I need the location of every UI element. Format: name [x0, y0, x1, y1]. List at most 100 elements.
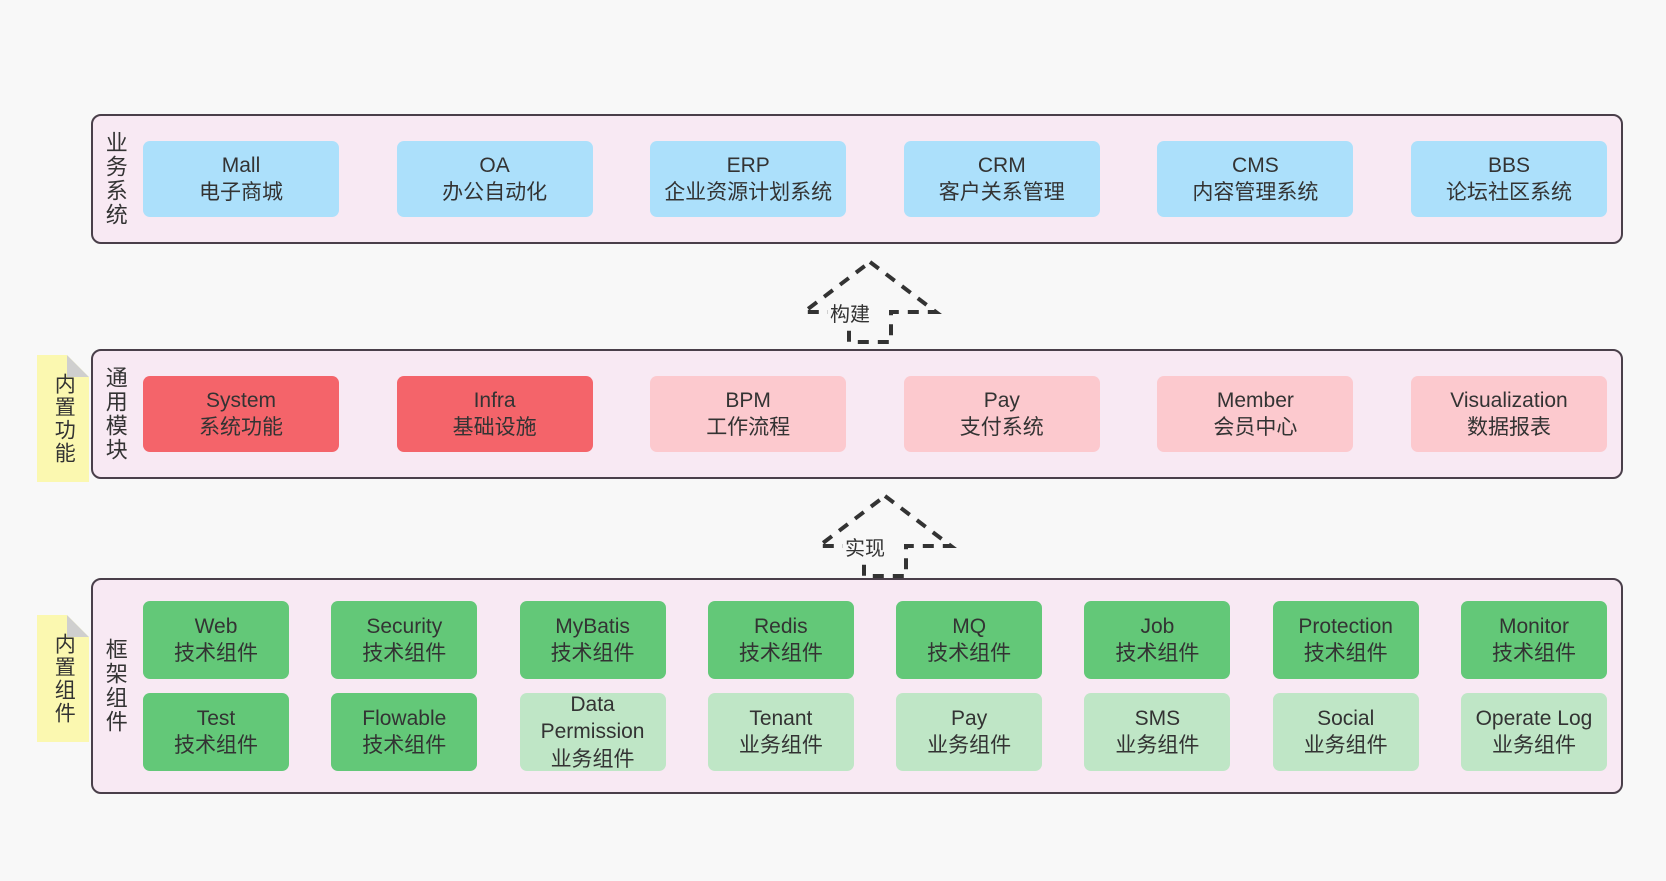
card-protection-title: Protection — [1298, 614, 1393, 638]
card-mq-subtitle: 技术组件 — [927, 642, 1012, 665]
card-bpm-subtitle: 工作流程 — [706, 416, 791, 439]
layer-business-system: 业务系统 Mall 电子商城 OA 办公自动化 ERP 企业资源计划系统 CRM… — [91, 114, 1623, 244]
card-sms[interactable]: SMS 业务组件 — [1084, 693, 1231, 771]
card-redis-title: Redis — [753, 614, 808, 638]
card-protection[interactable]: Protection 技术组件 — [1272, 601, 1419, 679]
note-fold-corner-icon — [67, 355, 89, 377]
card-mall-title: Mall — [221, 153, 261, 177]
card-web-subtitle: 技术组件 — [174, 642, 258, 665]
card-redis-subtitle: 技术组件 — [738, 642, 823, 665]
arrow-build-label: 构建 — [828, 298, 872, 327]
card-crm[interactable]: CRM 客户关系管理 — [903, 141, 1100, 217]
card-bpm-title: BPM — [725, 388, 771, 412]
note-builtin-functions: 内置功能 — [37, 355, 89, 482]
card-erp-title: ERP — [726, 153, 770, 177]
layer-body-common-modules: System 系统功能 Infra 基础设施 BPM 工作流程 Pay 支付系统… — [137, 351, 1621, 477]
card-social-subtitle: 业务组件 — [1303, 734, 1388, 757]
framework-row-business: Test 技术组件 Flowable 技术组件 Data Permission … — [143, 693, 1607, 771]
card-pay-module-title: Pay — [983, 388, 1020, 412]
card-tenant-subtitle: 业务组件 — [738, 734, 823, 757]
card-member-subtitle: 会员中心 — [1213, 416, 1298, 439]
card-pay-component-title: Pay — [951, 706, 988, 730]
card-web[interactable]: Web 技术组件 — [143, 601, 289, 679]
card-cms-subtitle: 内容管理系统 — [1192, 181, 1319, 204]
card-visualization[interactable]: Visualization 数据报表 — [1410, 376, 1607, 452]
card-bbs[interactable]: BBS 论坛社区系统 — [1410, 141, 1607, 217]
card-mybatis-subtitle: 技术组件 — [550, 642, 635, 665]
card-erp-subtitle: 企业资源计划系统 — [664, 181, 833, 204]
card-crm-subtitle: 客户关系管理 — [938, 181, 1065, 204]
card-mq[interactable]: MQ 技术组件 — [896, 601, 1043, 679]
layer-title-common-modules: 通用模块 — [102, 366, 128, 462]
layer-body-business-system: Mall 电子商城 OA 办公自动化 ERP 企业资源计划系统 CRM 客户关系… — [137, 116, 1621, 242]
card-mybatis[interactable]: MyBatis 技术组件 — [519, 601, 666, 679]
card-mq-title: MQ — [952, 614, 987, 638]
card-flowable-subtitle: 技术组件 — [362, 734, 447, 757]
card-oa-title: OA — [479, 153, 510, 177]
card-operate-log[interactable]: Operate Log 业务组件 — [1460, 693, 1607, 771]
card-infra-title: Infra — [473, 388, 516, 412]
card-erp[interactable]: ERP 企业资源计划系统 — [650, 141, 847, 217]
common-modules-row: System 系统功能 Infra 基础设施 BPM 工作流程 Pay 支付系统… — [143, 376, 1607, 452]
card-pay-component[interactable]: Pay 业务组件 — [896, 693, 1043, 771]
card-infra[interactable]: Infra 基础设施 — [396, 376, 593, 452]
card-member-title: Member — [1216, 388, 1294, 412]
card-sms-title: SMS — [1134, 706, 1181, 730]
card-operate-log-subtitle: 业务组件 — [1491, 734, 1576, 757]
card-infra-subtitle: 基础设施 — [452, 416, 537, 439]
note-builtin-components-label: 内置组件 — [52, 632, 76, 725]
note-builtin-functions-label: 内置功能 — [52, 372, 76, 465]
card-sms-subtitle: 业务组件 — [1115, 734, 1200, 757]
business-system-row: Mall 电子商城 OA 办公自动化 ERP 企业资源计划系统 CRM 客户关系… — [143, 141, 1607, 217]
card-security-subtitle: 技术组件 — [362, 642, 447, 665]
card-system[interactable]: System 系统功能 — [143, 376, 339, 452]
card-test-subtitle: 技术组件 — [174, 734, 258, 757]
card-bbs-subtitle: 论坛社区系统 — [1445, 181, 1572, 204]
card-job-subtitle: 技术组件 — [1115, 642, 1200, 665]
arrow-implement-glyph — [813, 493, 957, 578]
card-mall[interactable]: Mall 电子商城 — [143, 141, 339, 217]
card-mybatis-title: MyBatis — [555, 614, 630, 638]
card-tenant-title: Tenant — [749, 706, 813, 730]
card-visualization-title: Visualization — [1450, 388, 1568, 412]
card-flowable[interactable]: Flowable 技术组件 — [331, 693, 478, 771]
layer-common-modules: 通用模块 System 系统功能 Infra 基础设施 BPM 工作流程 Pay… — [91, 349, 1623, 479]
card-oa[interactable]: OA 办公自动化 — [396, 141, 593, 217]
framework-row-technical: Web 技术组件 Security 技术组件 MyBatis 技术组件 Redi… — [143, 601, 1607, 679]
card-test[interactable]: Test 技术组件 — [143, 693, 289, 771]
card-data-permission[interactable]: Data Permission 业务组件 — [519, 693, 666, 771]
card-monitor-title: Monitor — [1498, 614, 1569, 638]
card-bpm[interactable]: BPM 工作流程 — [650, 376, 847, 452]
card-job[interactable]: Job 技术组件 — [1084, 601, 1231, 679]
card-crm-title: CRM — [977, 153, 1026, 177]
card-pay-module[interactable]: Pay 支付系统 — [903, 376, 1100, 452]
card-social[interactable]: Social 业务组件 — [1272, 693, 1419, 771]
card-oa-subtitle: 办公自动化 — [442, 181, 548, 204]
card-system-subtitle: 系统功能 — [199, 416, 283, 439]
card-mall-subtitle: 电子商城 — [199, 181, 283, 204]
arrow-build-glyph — [798, 259, 942, 344]
card-tenant[interactable]: Tenant 业务组件 — [707, 693, 854, 771]
card-social-title: Social — [1317, 706, 1375, 730]
card-cms[interactable]: CMS 内容管理系统 — [1157, 141, 1354, 217]
card-test-title: Test — [196, 706, 236, 730]
arrow-implement-label: 实现 — [843, 532, 887, 561]
card-job-title: Job — [1140, 614, 1175, 638]
card-data-permission-subtitle: 业务组件 — [550, 747, 635, 771]
card-pay-module-subtitle: 支付系统 — [959, 416, 1044, 439]
layer-title-framework-components: 框架组件 — [102, 638, 128, 734]
card-member[interactable]: Member 会员中心 — [1157, 376, 1354, 452]
arrow-build: 构建 — [795, 258, 945, 344]
card-pay-component-subtitle: 业务组件 — [927, 734, 1012, 757]
card-data-permission-title: Data Permission — [540, 693, 645, 744]
card-monitor[interactable]: Monitor 技术组件 — [1460, 601, 1607, 679]
card-security[interactable]: Security 技术组件 — [331, 601, 478, 679]
layer-body-framework-components: Web 技术组件 Security 技术组件 MyBatis 技术组件 Redi… — [137, 580, 1621, 792]
card-web-title: Web — [194, 614, 238, 638]
layer-title-business-system: 业务系统 — [102, 131, 128, 227]
layer-framework-components: 框架组件 Web 技术组件 Security 技术组件 MyBatis 技术组件… — [91, 578, 1623, 794]
card-system-title: System — [205, 388, 276, 412]
card-cms-title: CMS — [1232, 153, 1279, 177]
card-redis[interactable]: Redis 技术组件 — [707, 601, 854, 679]
note-builtin-components: 内置组件 — [37, 615, 89, 742]
